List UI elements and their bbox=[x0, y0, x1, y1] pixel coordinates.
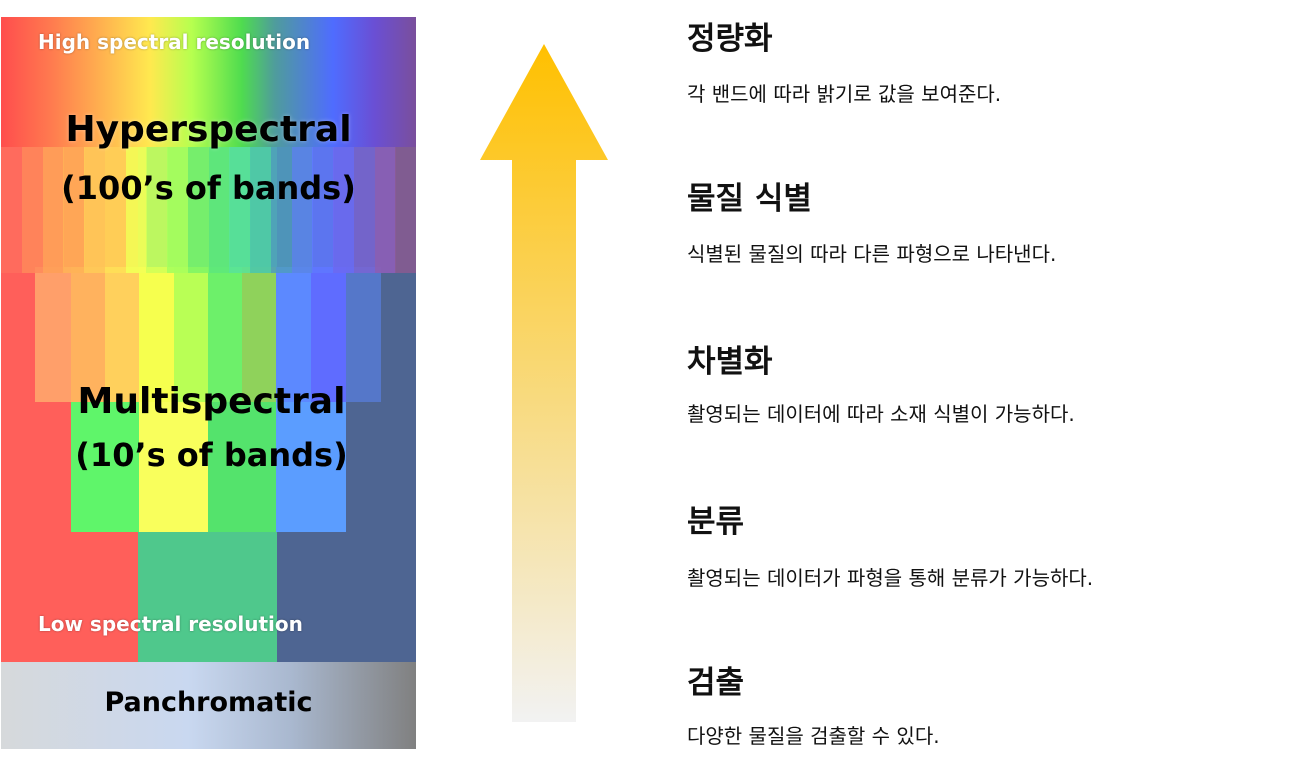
hyperspectral-subtitle: (100’s of bands) bbox=[61, 169, 356, 207]
fine-band bbox=[311, 267, 346, 402]
hyperspectral-band bbox=[1, 147, 23, 273]
spectral-resolution-panel: High spectral resolution Hyperspectral (… bbox=[1, 17, 416, 749]
hyperspectral-band bbox=[84, 147, 106, 273]
increasing-capability-arrow bbox=[480, 44, 608, 722]
panchromatic-label: Panchromatic bbox=[104, 687, 313, 718]
level-desc-discrimination: 촬영되는 데이터에 따라 소재 식별이 가능하다. bbox=[687, 402, 1075, 426]
hyperspectral-band bbox=[42, 147, 64, 273]
hyperspectral-band bbox=[374, 147, 396, 273]
fine-band bbox=[208, 267, 242, 402]
hyperspectral-band bbox=[21, 147, 43, 273]
hyperspectral-band bbox=[187, 147, 209, 273]
hyperspectral-band bbox=[270, 147, 292, 273]
hyperspectral-band bbox=[312, 147, 334, 273]
hyperspectral-band bbox=[353, 147, 375, 273]
level-title-quantification: 정량화 bbox=[687, 21, 773, 57]
level-title-classification: 분류 bbox=[687, 504, 745, 540]
hyperspectral-band bbox=[208, 147, 230, 273]
level-title-material-identification: 물질 식별 bbox=[687, 181, 812, 217]
multispectral-title: Multispectral bbox=[77, 381, 346, 422]
fine-band bbox=[346, 267, 381, 402]
hyperspectral-band bbox=[146, 147, 168, 273]
fine-band bbox=[139, 267, 174, 402]
panchromatic-bar bbox=[1, 662, 416, 749]
low-resolution-label: Low spectral resolution bbox=[38, 612, 303, 636]
hyperspectral-band bbox=[229, 147, 251, 273]
fine-band bbox=[105, 267, 139, 402]
fine-band bbox=[242, 267, 276, 402]
fine-band bbox=[35, 267, 71, 402]
level-desc-quantification: 각 밴드에 따라 밝기로 값을 보여준다. bbox=[687, 82, 1002, 106]
level-desc-classification: 촬영되는 데이터가 파형을 통해 분류가 가능하다. bbox=[687, 566, 1094, 590]
level-desc-material-identification: 식별된 물질의 따라 다른 파형으로 나타낸다. bbox=[687, 242, 1057, 266]
fine-band bbox=[71, 267, 105, 402]
hyperspectral-gradient bbox=[1, 17, 416, 147]
hyperspectral-band bbox=[291, 147, 313, 273]
arrow-shape bbox=[480, 44, 608, 722]
hyperspectral-band bbox=[167, 147, 189, 273]
fine-band bbox=[174, 267, 208, 402]
level-title-detection: 검출 bbox=[687, 665, 745, 701]
hyperspectral-title: Hyperspectral bbox=[65, 109, 352, 150]
hyperspectral-band bbox=[125, 147, 147, 273]
hyperspectral-band bbox=[250, 147, 272, 273]
hyperspectral-band bbox=[333, 147, 355, 273]
multispectral-subtitle: (10’s of bands) bbox=[75, 436, 348, 474]
hyperspectral-band bbox=[395, 147, 416, 273]
high-resolution-label: High spectral resolution bbox=[38, 30, 311, 54]
level-title-discrimination: 차별화 bbox=[687, 344, 773, 380]
hyperspectral-band bbox=[63, 147, 85, 273]
fine-band bbox=[276, 267, 311, 402]
level-desc-detection: 다양한 물질을 검출할 수 있다. bbox=[687, 724, 940, 748]
hyperspectral-band bbox=[104, 147, 126, 273]
